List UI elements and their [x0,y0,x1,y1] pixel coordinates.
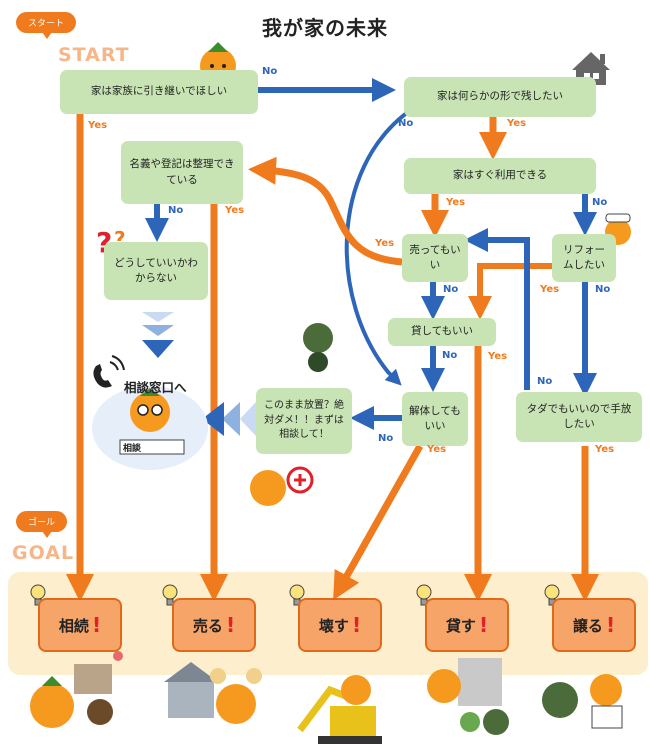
edge-label-no: No [592,197,608,208]
bulb-icons [30,584,560,606]
consultant-mascot [119,388,185,455]
node-rent-ok: 貸してもいい [388,318,496,346]
consult-label: 相談窓口へ [124,380,187,395]
goal-sell-label: 売る [192,616,223,635]
bottom-rent-art [427,658,509,735]
node-demolish-ok: 解体してもいい [402,392,468,446]
edge-label-no: No [262,66,278,77]
node-warning: このまま放置？絶対ダメ！！まずは相談して！ [256,388,352,454]
edge-label-yes: Yes [427,444,447,455]
node-give-away: タダでもいいので手放したい [516,392,642,442]
edge-label-no: No [378,433,394,444]
bottom-demolish-art [297,675,382,744]
edge-label-no: No [595,284,611,295]
desk-sign: 相談 [123,444,142,454]
mascot-warning [250,466,314,506]
left-chevrons [202,402,256,436]
exclamation-icon: ! [478,613,489,637]
edge-label-no: No [443,284,459,295]
down-chevrons [142,312,174,358]
phone-icon [93,355,125,388]
edge-label-yes: Yes [225,205,245,216]
arrow-give-no [464,228,530,390]
goal-bubble: ゴール [16,511,68,538]
edge-label-no: No [168,205,184,216]
arrow-sell-yes [248,156,403,266]
arrow-demolish-yes [333,444,424,601]
node-sell-ok: 売ってもいい [402,234,468,282]
bottom-inherit-art [30,651,123,728]
goal-rent-label: 貸す [445,616,476,635]
node-dont-know: どうしていいかわからない [104,242,208,300]
goal-give: 譲る! [552,598,636,652]
goal-rent: 貸す! [425,598,509,652]
goal-demolish: 壊す! [298,598,382,652]
arrow-keep-no [344,110,410,386]
edge-label-yes: Yes [88,120,108,131]
edge-label-yes: Yes [540,284,560,295]
start-label: START [58,44,130,66]
node-registered: 名義や登記は整理できている [121,141,243,204]
edge-label-no: No [398,118,414,129]
edge-label-yes: Yes [507,118,527,129]
goal-inherit-label: 相続 [58,616,89,635]
goal-give-label: 譲る [572,616,603,635]
page-title: 我が家の未来 [262,16,388,40]
svg-text:?: ? [114,227,126,251]
mascot-secret [303,323,333,372]
node-pass-on: 家は家族に引き継いでほしい [60,70,258,114]
goal-inherit: 相続! [38,598,122,652]
start-bubble: スタート [16,12,77,39]
exclamation-icon: ! [91,613,102,637]
exclamation-icon: ! [225,613,236,637]
bottom-give-art [542,674,623,729]
edge-label-no: No [442,350,458,361]
node-keep-form: 家は何らかの形で残したい [404,77,596,117]
goal-demolish-label: 壊す [318,616,349,635]
bottom-sell-art [164,662,262,724]
edge-label-no: No [537,376,553,387]
goal-label: GOAL [12,542,75,564]
edge-label-yes: Yes [446,197,466,208]
exclamation-icon: ! [351,613,362,637]
edge-label-yes: Yes [488,351,508,362]
exclamation-icon: ! [605,613,616,637]
goal-sell: 売る! [172,598,256,652]
node-renovate: リフォームしたい [552,234,616,282]
edge-label-yes: Yes [595,444,615,455]
edge-label-yes: Yes [375,238,395,249]
node-usable-now: 家はすぐ利用できる [404,158,596,194]
